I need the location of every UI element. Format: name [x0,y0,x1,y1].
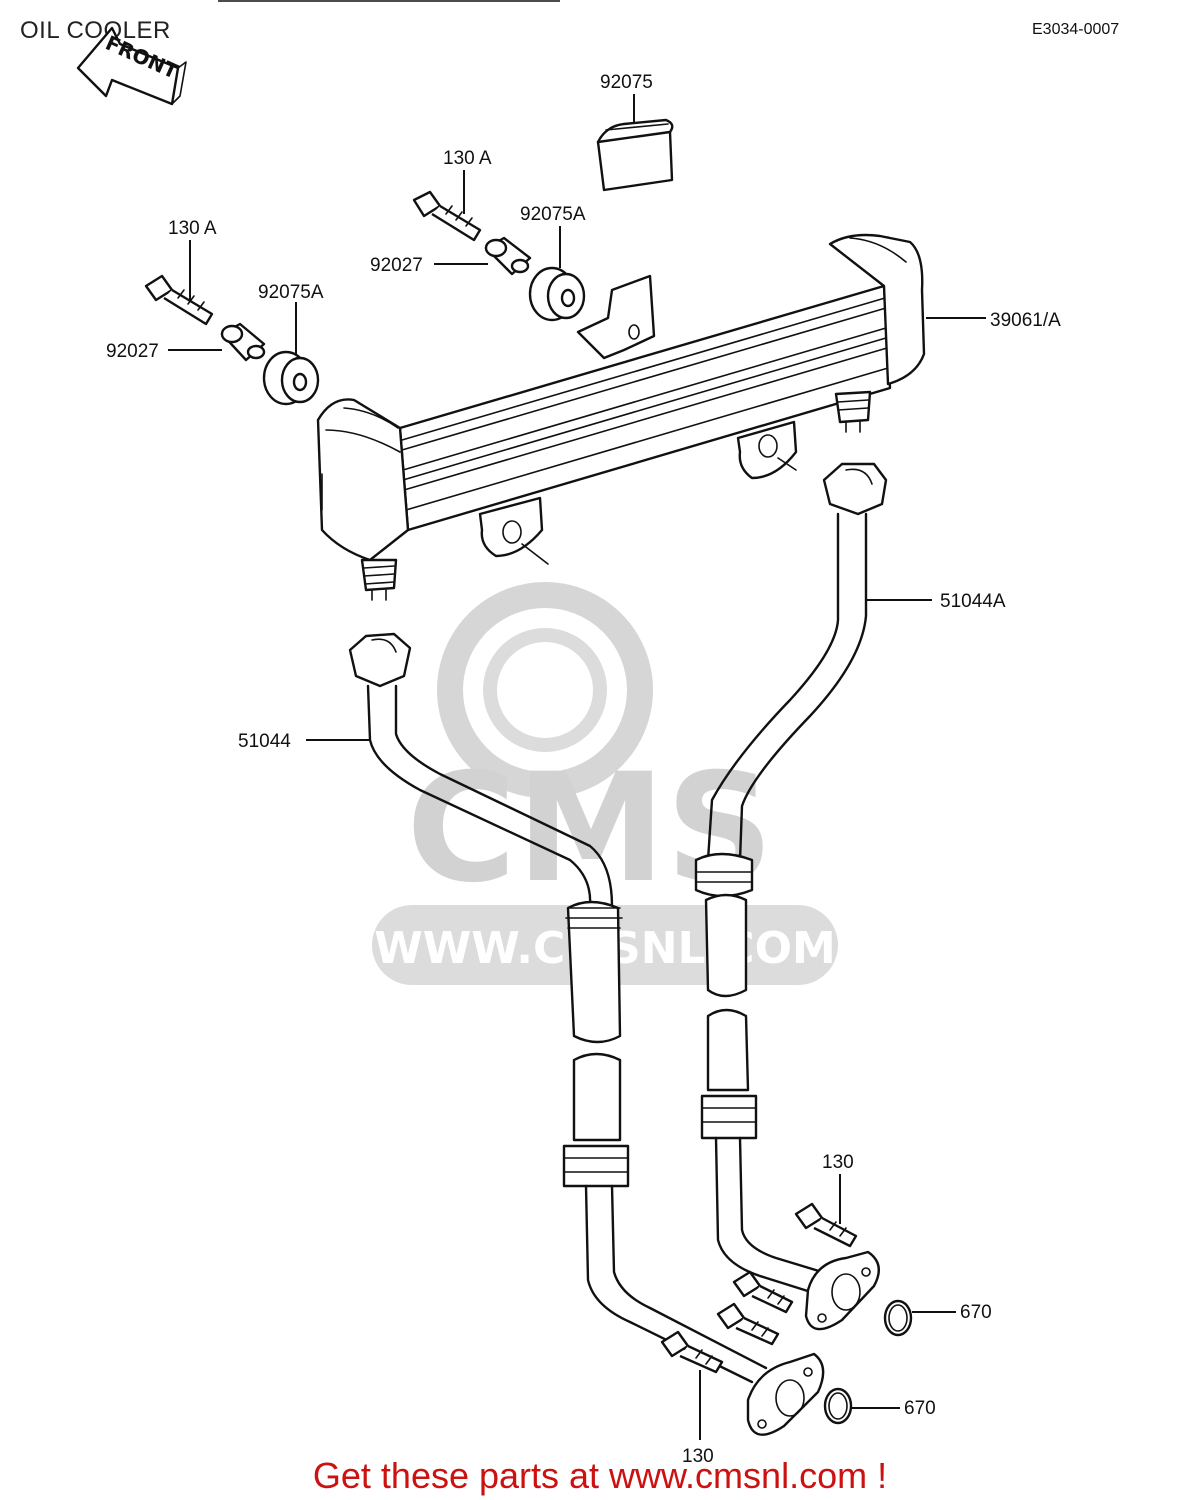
diagram-title: OIL COOLER [20,17,171,44]
grommet-92075a-left [262,350,320,406]
part-labels: 92075 130 A 92075A 92027 130 A 92075A 92… [106,72,1061,1467]
bolt-130-middle-2 [716,1302,780,1346]
label-92075a-left: 92075A [258,282,324,303]
footer-link-text[interactable]: Get these parts at www.cmsnl.com ! [313,1455,887,1496]
flange-fitting-upper [804,1250,880,1331]
label-130a-top: 130 A [443,148,492,169]
bolt-130-middle-1 [732,1270,794,1314]
bolt-130-right [794,1202,858,1248]
oil-hose-51044a [694,462,888,1300]
grommet-92075a-top [528,266,586,322]
diagram-code: E3034-0007 [1032,21,1119,38]
o-ring-670-upper [883,1299,913,1337]
flange-fitting-lower [746,1352,825,1436]
bolt-130a-left [144,274,214,326]
label-670-lower: 670 [904,1398,936,1419]
bolt-130a-top [412,190,482,242]
label-51044a: 51044A [940,591,1006,612]
label-130-bottom: 130 [682,1446,714,1467]
label-92027-left: 92027 [106,341,159,362]
oil-hose-51044 [348,632,768,1384]
label-130a-left: 130 A [168,218,217,239]
spacer-92027-left [220,322,266,362]
label-51044: 51044 [238,731,291,752]
front-arrow-icon: FRONT [76,26,187,106]
bolt-130-bottom [660,1330,724,1374]
label-92075: 92075 [600,72,653,93]
label-39061: 39061/A [990,310,1061,331]
leader-lines [168,94,986,1440]
rubber-cap-92075 [596,118,674,192]
label-92027-top: 92027 [370,255,423,276]
label-92075a-top: 92075A [520,204,586,225]
oil-cooler-body-39061 [316,233,926,601]
spacer-92027-top [484,236,532,276]
o-ring-670-lower [823,1387,853,1425]
label-670-upper: 670 [960,1302,992,1323]
label-130-right: 130 [822,1152,854,1173]
